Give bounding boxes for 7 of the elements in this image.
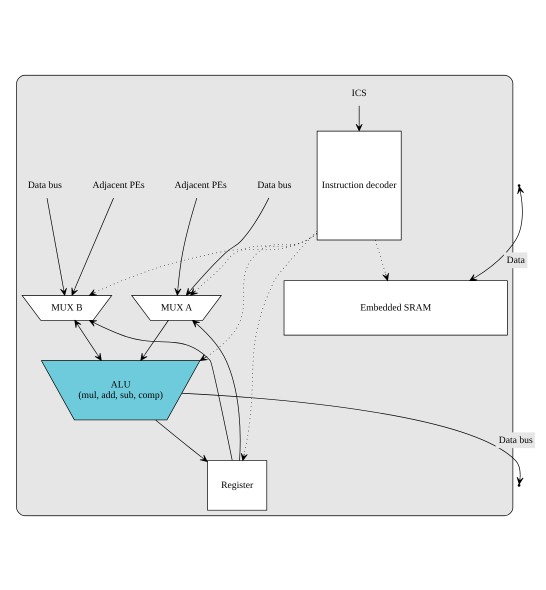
node-text: ICS (352, 87, 367, 98)
node-text: Data bus (28, 180, 62, 191)
node-text: Data bus (257, 180, 292, 191)
node-text: Adjacent PEs (92, 180, 145, 191)
edge-label: Data (506, 254, 525, 266)
edge-label: Data bus (498, 434, 533, 446)
node-text: Adjacent PEs (174, 180, 227, 191)
